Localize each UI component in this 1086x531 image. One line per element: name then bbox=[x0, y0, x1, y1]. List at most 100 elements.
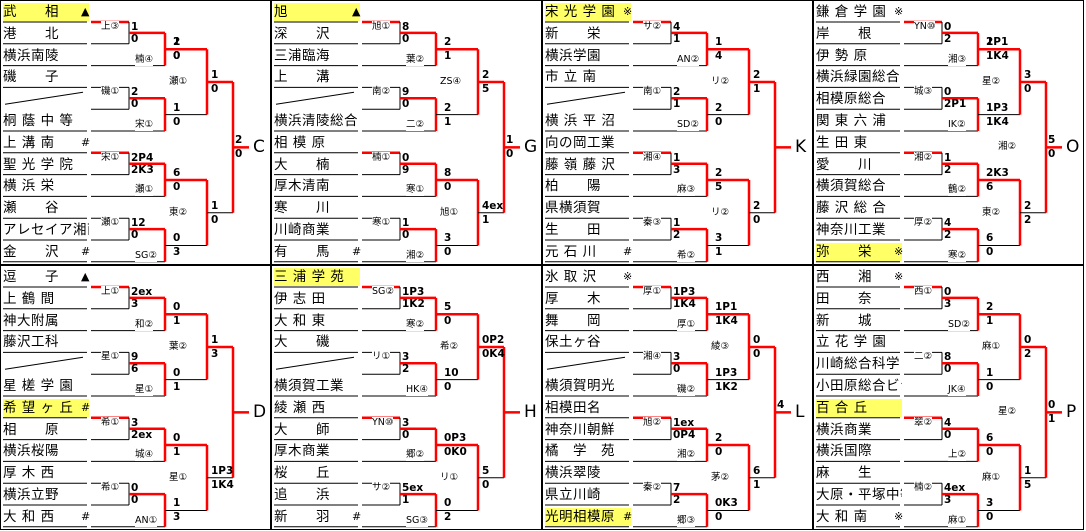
team-name[interactable]: 鎌 倉 学 園 bbox=[816, 4, 887, 20]
team-name[interactable]: 県立川崎 bbox=[545, 487, 601, 503]
team-name[interactable]: 麻 生 bbox=[816, 465, 872, 482]
team-name[interactable]: 上 溝 bbox=[274, 69, 330, 86]
team-name[interactable]: 光明相模原 bbox=[545, 507, 631, 526]
team-name[interactable]: 横浜南陵 bbox=[3, 47, 59, 64]
team-name[interactable]: 横浜立野 bbox=[3, 487, 59, 503]
team-name[interactable]: 相模田名 bbox=[545, 399, 601, 416]
team-name[interactable]: 新 羽 bbox=[274, 508, 330, 525]
match-label: リ① bbox=[372, 351, 391, 364]
team-name[interactable]: 新 城 bbox=[816, 312, 872, 329]
team-name[interactable]: 旭 bbox=[274, 3, 360, 21]
team-name[interactable]: 新 栄 bbox=[545, 25, 601, 42]
score: 1 bbox=[173, 101, 181, 114]
team-name[interactable]: 横須賀総合 bbox=[816, 178, 886, 195]
team-name[interactable]: 磯 子 bbox=[3, 69, 59, 86]
team-name[interactable]: 厚木商業 bbox=[274, 443, 330, 460]
team-name[interactable]: 立 花 学 園 bbox=[816, 334, 887, 351]
team-name[interactable]: 元 石 川 bbox=[545, 243, 597, 260]
team-name[interactable]: 横浜翠陵 bbox=[545, 465, 601, 482]
team-name[interactable]: 有 馬 bbox=[274, 243, 330, 260]
team-name[interactable]: 伊 志 田 bbox=[274, 290, 326, 307]
team-name[interactable]: 上 鶴 間 bbox=[3, 290, 55, 307]
team-name[interactable]: 神奈川工業 bbox=[816, 222, 886, 238]
team-name[interactable]: 横浜国際 bbox=[816, 443, 872, 460]
team-name[interactable]: 相模原総合 bbox=[816, 91, 886, 108]
team-name[interactable]: 横 浜 平 沼 bbox=[545, 113, 616, 129]
team-name[interactable]: 生 田 bbox=[545, 222, 601, 238]
team-name[interactable]: 厚 木 bbox=[545, 290, 601, 307]
team-name[interactable]: 希 望 ヶ 丘 bbox=[3, 398, 89, 417]
team-name[interactable]: 横浜清陵総合 bbox=[274, 113, 358, 129]
team-name[interactable]: 田 奈 bbox=[816, 290, 872, 307]
team-name[interactable]: アレセイア湘南 bbox=[3, 222, 89, 238]
team-name[interactable]: 深 沢 bbox=[274, 25, 330, 42]
team-name[interactable]: 大 和 東 bbox=[274, 312, 326, 329]
team-name[interactable]: 横浜商業 bbox=[816, 421, 872, 438]
team-name[interactable]: 横浜桜陽 bbox=[3, 443, 59, 460]
team-name[interactable]: 大 師 bbox=[274, 421, 330, 438]
team-name[interactable]: 氷 取 沢 bbox=[545, 269, 597, 285]
team-name[interactable]: 百 合 丘 bbox=[816, 398, 902, 417]
team-name[interactable] bbox=[545, 355, 631, 373]
team-name[interactable]: 横 浜 栄 bbox=[3, 178, 55, 195]
team-name[interactable]: 県横須賀 bbox=[545, 200, 601, 217]
team-name[interactable]: 宋 光 学 園 bbox=[545, 3, 631, 21]
team-name[interactable]: 追 浜 bbox=[274, 487, 330, 503]
team-name[interactable] bbox=[274, 355, 360, 373]
team-name[interactable]: 横浜緑園総合 bbox=[816, 69, 900, 86]
team-name[interactable]: 生 田 東 bbox=[816, 134, 868, 151]
match-label: 和② bbox=[135, 318, 154, 331]
team-name[interactable]: 向の岡工業 bbox=[545, 134, 615, 151]
team-name[interactable]: 川崎商業 bbox=[274, 222, 330, 238]
team-name[interactable]: 西 湘 bbox=[816, 269, 872, 285]
team-name[interactable] bbox=[3, 90, 89, 108]
team-name[interactable]: 神奈川朝鮮 bbox=[545, 421, 615, 438]
team-name[interactable]: 大 楠 bbox=[274, 156, 330, 173]
team-name[interactable]: 武 相 bbox=[3, 3, 89, 21]
team-name[interactable]: 逗 子 bbox=[3, 269, 59, 285]
team-name[interactable]: 関 東 六 浦 bbox=[816, 113, 887, 129]
team-name[interactable]: 愛 川 bbox=[816, 156, 872, 173]
team-name[interactable]: 大 和 南 bbox=[816, 508, 868, 525]
team-name[interactable]: 伊 勢 原 bbox=[816, 47, 868, 64]
team-name[interactable]: 厚 木 西 bbox=[3, 465, 55, 482]
team-name[interactable]: 金 沢 bbox=[3, 243, 59, 260]
team-name[interactable] bbox=[3, 355, 89, 373]
team-name[interactable]: 港 北 bbox=[3, 25, 59, 42]
team-name[interactable]: 上 溝 南 bbox=[3, 134, 55, 151]
team-name[interactable]: 大 和 西 bbox=[3, 508, 55, 525]
team-name[interactable]: 橘 学 苑 bbox=[545, 443, 615, 460]
team-name[interactable]: 大 磯 bbox=[274, 334, 330, 351]
team-name[interactable]: 横浜学園 bbox=[545, 47, 601, 64]
team-name[interactable]: 市 立 南 bbox=[545, 69, 597, 86]
team-name[interactable]: 柏 陽 bbox=[545, 178, 601, 195]
team-name[interactable]: 神大附属 bbox=[3, 312, 59, 329]
team-name[interactable]: 厚木清南 bbox=[274, 178, 330, 195]
team-name[interactable]: 三 浦 学 苑 bbox=[274, 268, 360, 286]
team-name[interactable]: 藤 沢 総 合 bbox=[816, 200, 887, 217]
team-name[interactable]: 桜 丘 bbox=[274, 465, 330, 482]
team-name[interactable]: 保土ヶ谷 bbox=[545, 334, 601, 351]
team-name[interactable]: 瀬 谷 bbox=[3, 200, 59, 217]
team-name[interactable]: 桐 蔭 中 等 bbox=[3, 113, 74, 129]
team-name[interactable]: 横須賀工業 bbox=[274, 378, 344, 394]
team-name[interactable]: 藤 嶺 藤 沢 bbox=[545, 156, 616, 173]
team-name[interactable]: 寒 川 bbox=[274, 200, 330, 217]
team-name[interactable]: 綾 瀬 西 bbox=[274, 399, 326, 416]
team-name[interactable]: 藤沢工科 bbox=[3, 334, 59, 351]
team-name[interactable]: 大原・平塚中等 bbox=[816, 487, 902, 503]
team-name[interactable]: 相 模 原 bbox=[274, 134, 326, 151]
team-name[interactable]: 川崎総合科学 bbox=[816, 356, 900, 373]
team-name[interactable] bbox=[274, 90, 360, 108]
team-name[interactable]: 星 槎 学 園 bbox=[3, 378, 74, 394]
team-name[interactable]: 弥 栄 bbox=[816, 242, 902, 261]
team-name[interactable]: 三浦臨海 bbox=[274, 47, 330, 64]
team-name[interactable]: 舞 岡 bbox=[545, 312, 601, 329]
team-name[interactable]: 聖 光 学 院 bbox=[3, 156, 74, 173]
score: 6 bbox=[753, 464, 761, 477]
team-name[interactable] bbox=[545, 90, 631, 108]
team-name[interactable]: 横須賀明光 bbox=[545, 378, 615, 394]
team-name[interactable]: 相 原 bbox=[3, 421, 59, 438]
team-name[interactable]: 小田原総合ビジネス bbox=[816, 378, 902, 394]
team-name[interactable]: 岸 根 bbox=[816, 25, 872, 42]
